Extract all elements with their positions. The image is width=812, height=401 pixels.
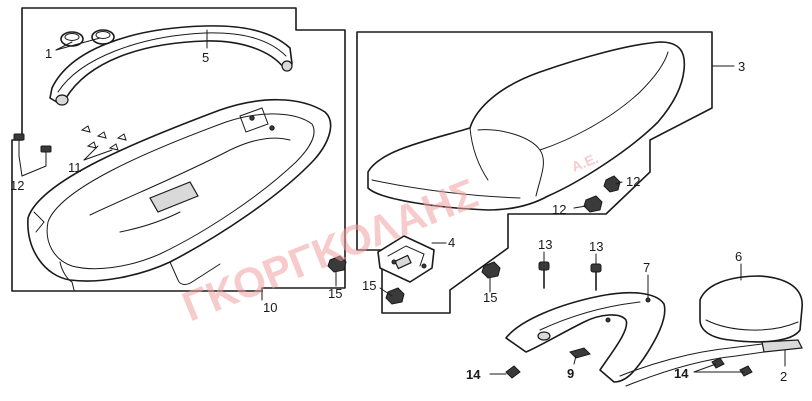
leader-lines <box>18 29 786 375</box>
callout-12-right: 12 <box>552 202 566 217</box>
hinge-bracket-part <box>377 235 435 283</box>
callout-13-right: 13 <box>589 239 603 254</box>
long-bolt-part <box>538 261 602 291</box>
callout-11: 11 <box>68 160 82 175</box>
callout-1: 1 <box>45 46 52 61</box>
callout-15-middle: 15 <box>362 278 376 293</box>
seat-part <box>367 41 686 211</box>
callout-4: 4 <box>448 235 455 250</box>
clip-part <box>80 125 127 151</box>
callout-labels: 1 5 3 11 12 12 12 4 13 13 6 7 15 15 15 1… <box>10 46 787 384</box>
luggage-box-part <box>27 98 332 291</box>
nut-part <box>327 255 501 305</box>
rubber-cap-part <box>60 29 115 47</box>
callout-12-right-top: 12 <box>626 174 640 189</box>
callout-9: 9 <box>567 366 574 381</box>
callout-13-left: 13 <box>538 237 552 252</box>
callout-10: 10 <box>263 300 277 315</box>
callout-6: 6 <box>735 249 742 264</box>
callout-2: 2 <box>780 369 787 384</box>
callout-5: 5 <box>202 50 209 65</box>
screw-part <box>505 357 753 379</box>
callout-14-left: 14 <box>466 367 481 382</box>
callout-14-right: 14 <box>674 366 689 381</box>
callout-15-right: 15 <box>483 290 497 305</box>
callout-3: 3 <box>738 59 745 74</box>
damper-block-part <box>569 347 591 359</box>
callout-7: 7 <box>643 260 650 275</box>
callout-15-left: 15 <box>328 286 342 301</box>
backrest-part <box>699 275 803 343</box>
grab-handle-part <box>49 25 293 106</box>
backrest-bracket-part <box>619 339 803 387</box>
bolt-part-left <box>13 133 52 167</box>
callout-12-left: 12 <box>10 178 24 193</box>
